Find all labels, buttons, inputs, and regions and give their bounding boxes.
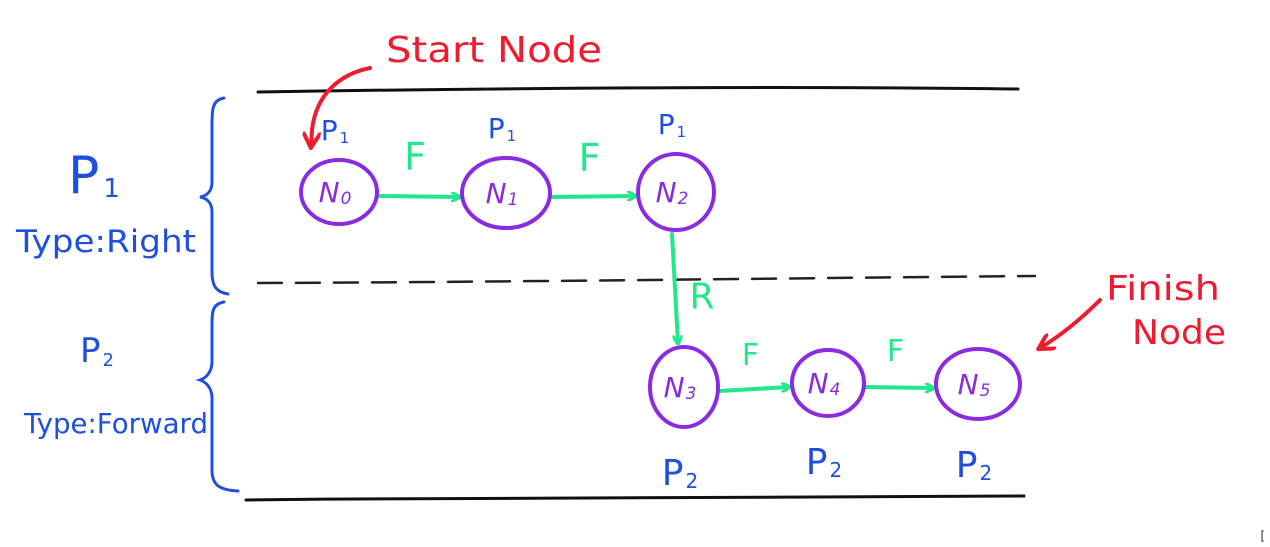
node-subscript: 3 bbox=[686, 384, 697, 404]
node-label: N2 bbox=[656, 176, 689, 209]
node-circle bbox=[636, 152, 716, 232]
edge-arrow bbox=[377, 196, 459, 197]
edge-n4-n5: F bbox=[864, 334, 933, 388]
edge-arrow bbox=[550, 196, 635, 197]
finish-node-annotation-line1: Finish bbox=[1106, 269, 1220, 309]
node-subscript: 0 bbox=[341, 189, 352, 209]
node-letter: N bbox=[486, 177, 507, 210]
edge-arrow bbox=[864, 387, 933, 388]
node-letter: N bbox=[656, 176, 677, 209]
owner-subscript: 1 bbox=[507, 127, 517, 145]
edge-label: R bbox=[689, 277, 714, 318]
node-letter: N bbox=[958, 368, 979, 401]
edge-n0-n1: F bbox=[377, 135, 459, 197]
lane-divider-dashed bbox=[256, 274, 1037, 285]
node-label: N0 bbox=[319, 176, 352, 209]
edge-arrow bbox=[718, 387, 789, 393]
node-circle bbox=[460, 156, 552, 230]
node-letter: N bbox=[664, 371, 685, 404]
node-subscript: 5 bbox=[980, 381, 991, 401]
node-circle bbox=[934, 347, 1022, 421]
owner-subscript: 1 bbox=[340, 129, 350, 147]
finish-node-annotation-line2: Node bbox=[1132, 313, 1226, 353]
owner-letter: P bbox=[488, 112, 505, 145]
edge-arrow bbox=[670, 232, 678, 343]
edge-label: F bbox=[887, 334, 904, 369]
edge-label: F bbox=[404, 135, 426, 179]
start-annotation-arrow bbox=[311, 66, 372, 146]
node-subscript: 1 bbox=[508, 190, 519, 210]
owner-letter: P bbox=[662, 453, 684, 494]
edge-n1-n2: F bbox=[550, 136, 635, 197]
finish-annotation-arrow bbox=[1040, 298, 1102, 348]
node-label: N5 bbox=[958, 368, 991, 401]
corner-mark: [ bbox=[1258, 529, 1266, 543]
owner-letter: P bbox=[956, 445, 978, 486]
lane1-type: Type:Right bbox=[15, 224, 196, 260]
edge-label: F bbox=[742, 338, 759, 373]
owner-subscript: 2 bbox=[685, 469, 698, 493]
lane-top-rule bbox=[256, 86, 1020, 94]
node-subscript: 4 bbox=[830, 380, 841, 400]
start-node-annotation: Start Node bbox=[386, 30, 602, 71]
node-label: N4 bbox=[808, 367, 841, 400]
edge-n3-n4: F bbox=[718, 338, 789, 393]
lane-bottom-rule bbox=[244, 494, 1026, 502]
node-circle bbox=[299, 158, 379, 226]
owner-subscript: 2 bbox=[979, 461, 992, 485]
node-label: N3 bbox=[664, 371, 697, 404]
lane2-brace bbox=[195, 300, 240, 493]
owner-letter: P bbox=[321, 114, 338, 147]
node-circle bbox=[790, 348, 866, 418]
owner-subscript: 2 bbox=[829, 458, 842, 482]
owner-letter: P bbox=[658, 108, 675, 141]
node-label: N1 bbox=[486, 177, 519, 210]
edge-label: F bbox=[579, 136, 601, 180]
owner-letter: P bbox=[806, 442, 828, 483]
node-letter: N bbox=[808, 367, 829, 400]
lane1-brace bbox=[199, 96, 230, 296]
node-subscript: 2 bbox=[678, 189, 689, 209]
node-letter: N bbox=[319, 176, 340, 209]
edge-n2-n3: R bbox=[670, 232, 715, 343]
lane2-type: Type:Forward bbox=[23, 407, 208, 440]
node-circle bbox=[648, 345, 720, 429]
owner-subscript: 1 bbox=[677, 123, 687, 141]
